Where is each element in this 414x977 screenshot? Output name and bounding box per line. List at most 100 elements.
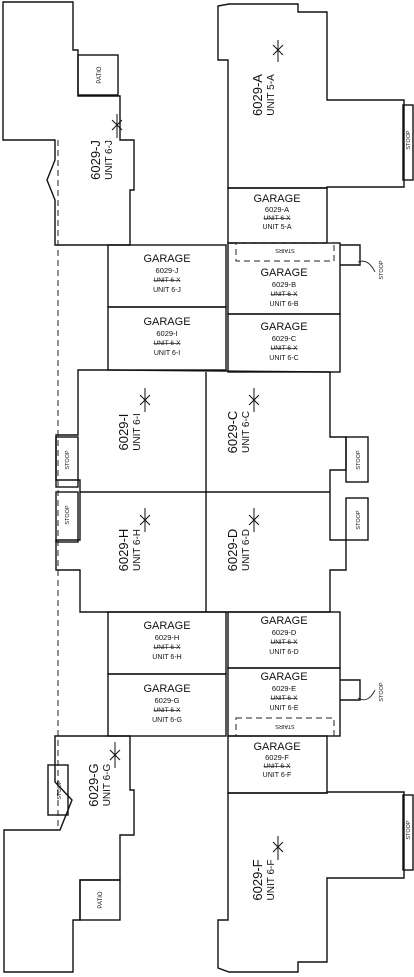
garage-label-e: GARAGE 6029-E UNIT 6-X UNIT 6-E: [260, 671, 307, 712]
tower-icon-i: [139, 388, 151, 412]
svg-text:6029-C: 6029-C: [272, 334, 297, 343]
svg-text:6029-A: 6029-A: [265, 205, 289, 214]
stoop-label-8: STOOP: [57, 780, 63, 799]
patio-label-top: PATIO: [97, 66, 103, 83]
stoop-label-2: STOOP: [379, 260, 385, 279]
stoop-mid-top: [340, 244, 361, 266]
svg-text:UNIT 6-D: UNIT 6-D: [241, 529, 252, 571]
tower-marks: [109, 40, 284, 860]
garage-g-box: [107, 673, 227, 737]
svg-text:UNIT 6-X: UNIT 6-X: [154, 340, 182, 347]
svg-text:UNIT 6-H: UNIT 6-H: [152, 654, 181, 661]
svg-text:UNIT 6-X: UNIT 6-X: [154, 707, 182, 714]
garage-label-i: GARAGE 6029-I UNIT 6-X UNIT 6-I: [143, 316, 190, 357]
svg-text:UNIT 6-J: UNIT 6-J: [153, 287, 181, 294]
tower-icon-g: [109, 742, 121, 768]
svg-text:6029-I: 6029-I: [116, 414, 131, 451]
stoop-label-9: STOOP: [406, 820, 412, 839]
outline-unit-f: [217, 791, 405, 973]
unit-label-c: 6029-C UNIT 6-C: [225, 411, 252, 454]
svg-text:UNIT 6-F: UNIT 6-F: [266, 860, 277, 901]
garage-label-c: GARAGE 6029-C UNIT 6-X UNIT 6-C: [260, 321, 307, 362]
outline-unit-a: [217, 3, 405, 189]
svg-text:GARAGE: GARAGE: [260, 267, 307, 279]
svg-text:UNIT 6-X: UNIT 6-X: [271, 345, 299, 352]
svg-text:UNIT 6-G: UNIT 6-G: [152, 717, 182, 724]
svg-text:6029-H: 6029-H: [116, 529, 131, 572]
tower-icon-h: [139, 508, 151, 532]
svg-text:UNIT 6-I: UNIT 6-I: [132, 413, 143, 451]
svg-text:6029-B: 6029-B: [272, 280, 296, 289]
stoop-left-1: [55, 436, 79, 488]
patio-top-box: [77, 54, 119, 96]
svg-text:6029-J: 6029-J: [156, 266, 179, 275]
tower-icon-a: [272, 40, 284, 62]
garage-label-a: GARAGE 6029-A UNIT 6-X UNIT 5-A: [253, 193, 300, 231]
stoop-label-1: STOOP: [406, 130, 412, 149]
tower-icon-j: [111, 114, 123, 138]
svg-text:6029-J: 6029-J: [88, 140, 103, 180]
garage-label-f: GARAGE 6029-F UNIT 6-X UNIT 6-F: [253, 741, 300, 779]
svg-text:6029-A: 6029-A: [250, 74, 265, 116]
stoop-right-2: [345, 497, 369, 541]
unit-label-h: 6029-H UNIT 6-H: [116, 529, 143, 572]
svg-text:GARAGE: GARAGE: [253, 193, 300, 205]
svg-text:6029-D: 6029-D: [225, 529, 240, 572]
stoop-label-3: STOOP: [65, 450, 71, 469]
outline-center: [55, 369, 347, 613]
svg-text:6029-F: 6029-F: [250, 859, 265, 900]
svg-text:UNIT 6-X: UNIT 6-X: [264, 215, 292, 222]
outline-unit-g: [3, 735, 135, 973]
stoop-left-2: [55, 491, 79, 543]
svg-text:UNIT 6-B: UNIT 6-B: [269, 301, 298, 308]
unit-label-f: 6029-F UNIT 6-F: [250, 859, 277, 900]
svg-text:UNIT 5-A: UNIT 5-A: [262, 224, 291, 231]
svg-text:GARAGE: GARAGE: [143, 620, 190, 632]
svg-text:GARAGE: GARAGE: [143, 316, 190, 328]
tower-icon-d: [248, 508, 260, 532]
stoop-bottom-right: [402, 794, 414, 871]
stoop-label-5: STOOP: [356, 450, 362, 469]
garage-label-g: GARAGE 6029-G UNIT 6-X UNIT 6-G: [143, 683, 190, 724]
svg-text:UNIT 6-X: UNIT 6-X: [154, 277, 182, 284]
svg-text:UNIT 6-J: UNIT 6-J: [104, 140, 115, 180]
svg-text:UNIT 6-X: UNIT 6-X: [264, 763, 292, 770]
stoop-right-1: [345, 436, 369, 483]
stoop-leader-top: [357, 260, 376, 273]
svg-text:UNIT 6-E: UNIT 6-E: [269, 705, 298, 712]
svg-text:UNIT 6-D: UNIT 6-D: [269, 649, 298, 656]
svg-text:6029-G: 6029-G: [86, 763, 101, 806]
svg-text:GARAGE: GARAGE: [260, 321, 307, 333]
svg-text:6029-E: 6029-E: [272, 684, 296, 693]
unit-label-g: 6029-G UNIT 6-G: [86, 763, 113, 806]
svg-text:GARAGE: GARAGE: [143, 683, 190, 695]
outline-unit-j: [2, 1, 135, 246]
stairs-label-top: STAIRS: [275, 247, 295, 253]
svg-text:UNIT 6-C: UNIT 6-C: [241, 411, 252, 453]
svg-text:GARAGE: GARAGE: [253, 741, 300, 753]
svg-text:UNIT 6-H: UNIT 6-H: [132, 529, 143, 571]
garage-label-b: GARAGE 6029-B UNIT 6-X UNIT 6-B: [260, 267, 307, 308]
svg-text:UNIT 5-A: UNIT 5-A: [266, 74, 277, 116]
svg-text:6029-H: 6029-H: [155, 633, 180, 642]
svg-text:UNIT 6-X: UNIT 6-X: [271, 639, 299, 646]
patio-bottom-box: [79, 879, 121, 921]
stoop-mid-bottom: [340, 679, 361, 701]
stairs-top-box: [235, 242, 335, 262]
unit-label-i: 6029-I UNIT 6-I: [116, 413, 143, 451]
stairs-label-bottom: STAIRS: [275, 723, 295, 729]
svg-text:GARAGE: GARAGE: [260, 615, 307, 627]
svg-text:UNIT 6-X: UNIT 6-X: [271, 695, 299, 702]
unit-label-d: 6029-D UNIT 6-D: [225, 529, 252, 572]
labels: PATIO PATIO STOOP STOOP STOOP STOOP STOO…: [57, 40, 412, 909]
svg-text:GARAGE: GARAGE: [143, 253, 190, 265]
svg-text:GARAGE: GARAGE: [260, 671, 307, 683]
svg-text:6029-I: 6029-I: [156, 329, 177, 338]
svg-text:UNIT 6-X: UNIT 6-X: [154, 644, 182, 651]
unit-label-a: 6029-A UNIT 5-A: [250, 74, 277, 116]
stoop-label-4: STOOP: [65, 505, 71, 524]
svg-text:6029-C: 6029-C: [225, 411, 240, 454]
svg-text:UNIT 6-X: UNIT 6-X: [271, 291, 299, 298]
